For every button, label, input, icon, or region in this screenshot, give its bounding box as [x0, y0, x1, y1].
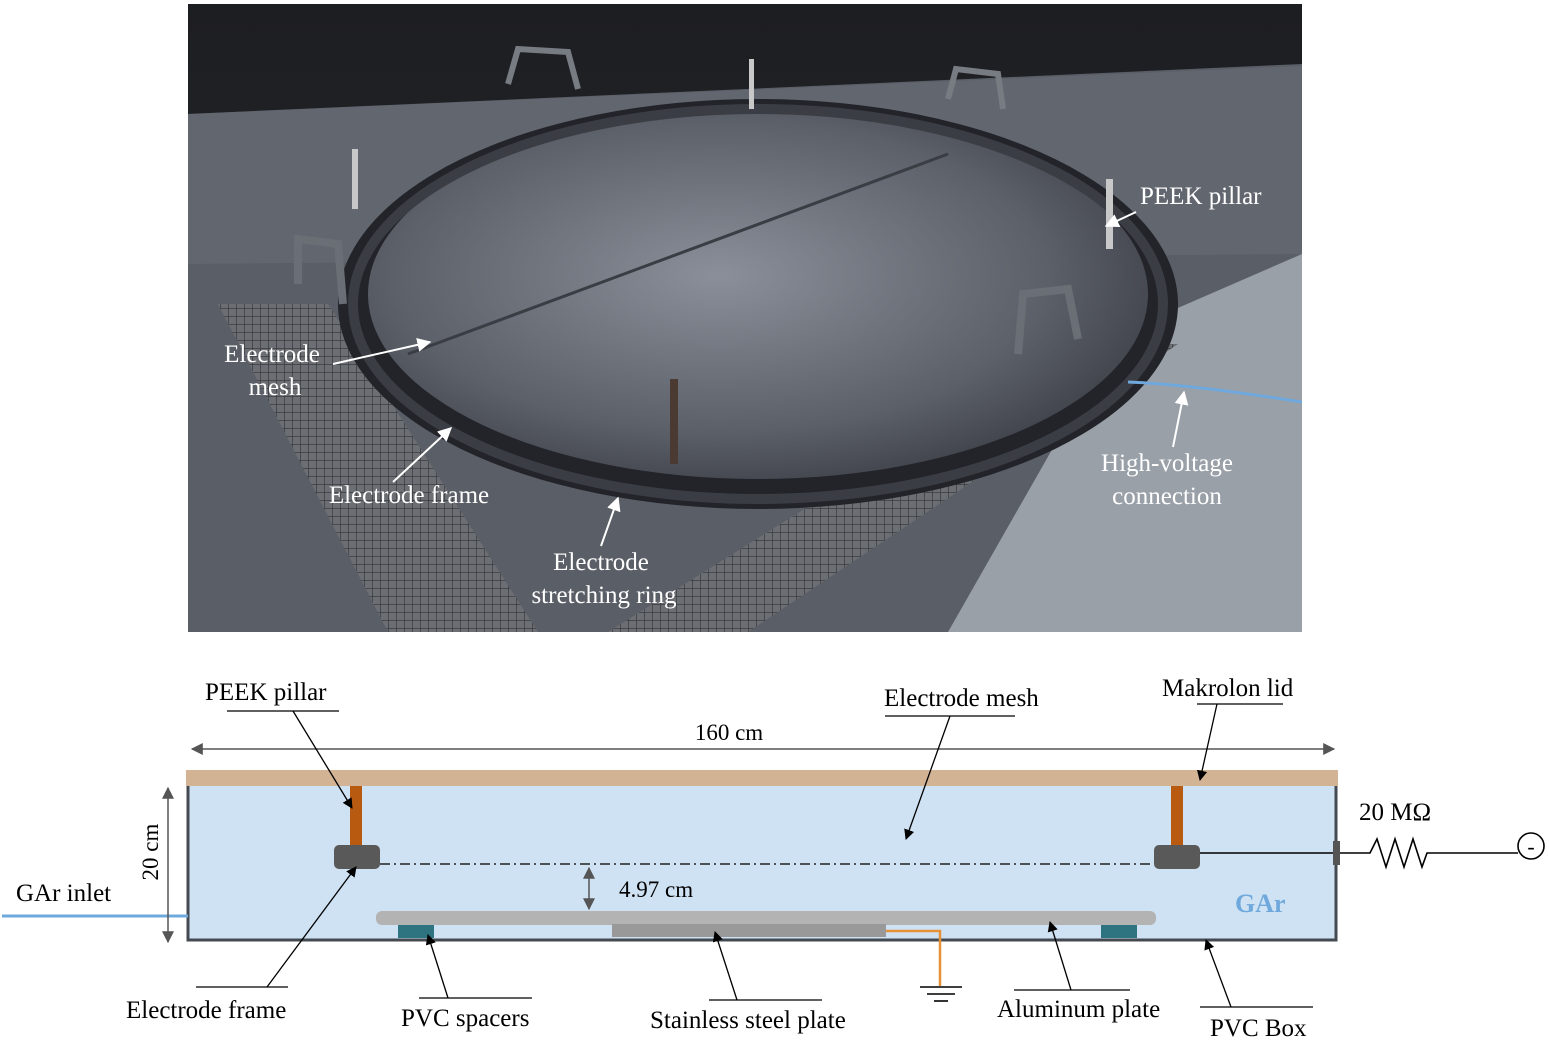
label-gas: GAr	[1235, 889, 1286, 918]
photo-arrow-hv	[1172, 390, 1189, 448]
pvc-spacer-left	[398, 925, 434, 938]
hv-supply-symbol: -	[1527, 834, 1534, 859]
ground-wire	[886, 929, 942, 986]
arrow-pvc-spacers	[425, 934, 449, 999]
photo-label-frame: Electrode frame	[329, 482, 489, 509]
ground-icon	[920, 986, 962, 1002]
aluminum-plate	[376, 911, 1156, 925]
label-gap: 4.97 cm	[619, 877, 693, 902]
label-electrode-mesh: Electrode mesh	[884, 685, 1039, 712]
handle-photo-1	[505, 45, 581, 90]
mesh-seam	[407, 152, 949, 356]
photo-label-ring-line2: stretching ring	[531, 582, 677, 609]
photo-arrow-mesh	[332, 337, 432, 365]
grating-left	[218, 304, 538, 632]
handle-photo-4	[1014, 284, 1082, 355]
hv-supply-icon	[1517, 832, 1545, 860]
schematic-diagram: GAr inlet GAr - 20 MΩ 160 cm 20 cm 4.97 …	[2, 675, 1545, 1042]
setup-photo: PEEK pillar Electrode mesh Electrode fra…	[188, 4, 1302, 632]
label-width: 160 cm	[695, 720, 763, 745]
label-height: 20 cm	[138, 823, 163, 880]
arrow-makrolon-lid	[1196, 703, 1218, 782]
photo-arrow-frame	[392, 427, 453, 483]
pillar-photo-1	[352, 149, 358, 209]
label-pvc-spacers: PVC spacers	[401, 1005, 529, 1032]
resistor-icon	[1340, 836, 1518, 870]
pillar-photo-3	[670, 379, 678, 464]
peek-pillar-left	[350, 786, 362, 848]
pvc-spacer-right	[1101, 925, 1137, 938]
label-electrode-frame: Electrode frame	[126, 997, 286, 1024]
photo-label-mesh-line1: Electrode	[224, 341, 320, 368]
arrow-pvc-box	[1204, 939, 1232, 1008]
electrode-stretching-ring-photo	[348, 104, 1168, 504]
arrow-stainless-steel-plate	[712, 931, 738, 1001]
hv-cable-photo	[1127, 380, 1302, 404]
makrolon-lid	[186, 770, 1338, 786]
pillar-photo-4	[749, 59, 754, 109]
photo-label-hv-line1: High-voltage	[1101, 450, 1233, 477]
peek-pillar-right	[1171, 786, 1183, 848]
photo-arrow-peek-pillar	[1104, 211, 1137, 228]
pillar-photo-2	[1106, 179, 1113, 249]
label-resistor: 20 MΩ	[1359, 799, 1431, 826]
label-peek-pillar: PEEK pillar	[205, 679, 327, 706]
handle-photo-3	[294, 234, 347, 305]
handle-photo-2	[945, 65, 1006, 110]
stainless-steel-plate	[612, 924, 886, 937]
box-right-wall	[948, 254, 1302, 632]
electrode-frame-left	[334, 845, 380, 869]
electrode-frame-right	[1154, 845, 1200, 869]
hv-feedthrough	[1333, 841, 1340, 865]
label-makrolon-lid: Makrolon lid	[1162, 675, 1294, 702]
photo-label-hv-line2: connection	[1112, 483, 1222, 510]
label-stainless-steel-plate: Stainless steel plate	[650, 1007, 846, 1034]
photo-label-peek-pillar: PEEK pillar	[1140, 183, 1262, 210]
label-gar-inlet: GAr inlet	[16, 880, 111, 907]
electrode-mesh-photo	[368, 109, 1148, 479]
label-pvc-box: PVC Box	[1210, 1015, 1307, 1042]
arrow-peek-pillar	[292, 710, 353, 809]
arrow-aluminum-plate	[1047, 921, 1072, 991]
arrow-electrode-frame	[266, 866, 357, 988]
arrow-electrode-mesh	[904, 715, 951, 840]
label-aluminum-plate: Aluminum plate	[997, 996, 1160, 1023]
photo-arrow-ring	[600, 496, 621, 547]
photo-label-ring-line1: Electrode	[553, 549, 649, 576]
photo-label-mesh-line2: mesh	[249, 374, 302, 401]
